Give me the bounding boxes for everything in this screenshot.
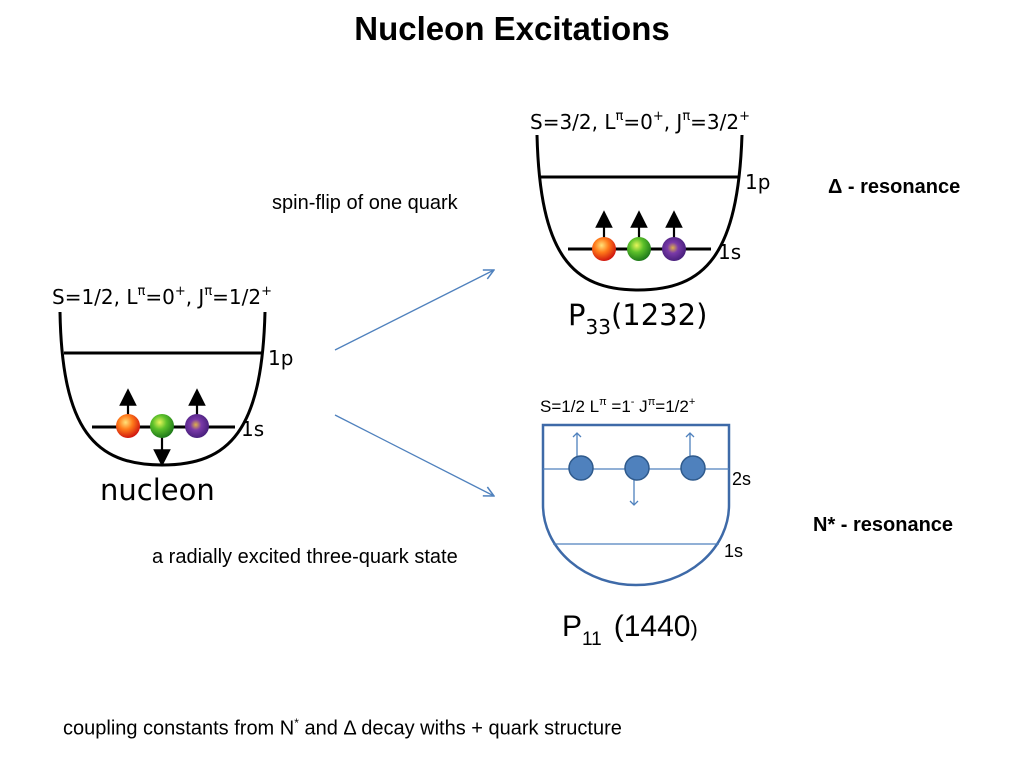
nucleon-1p-label: 1p [268,346,293,370]
nstar-quark-1 [568,455,594,481]
arrow-to-delta [334,270,494,351]
nstar-1s-label: 1s [724,541,743,561]
spin-flip-annotation: spin-flip of one quark [272,192,458,214]
delta-1s-label: 1s [718,240,741,264]
delta-1p-label: 1p [745,170,770,194]
delta-purple-quark [662,237,686,261]
footer-superscript: * [294,716,299,730]
nstar-2s-label: 2s [732,469,751,489]
delta-diagram: S=3/2, Lπ=0+, Jπ=3/2+ 1p 1s P33(1232) [530,109,770,339]
delta-green-quark [627,237,651,261]
nucleon-diagram: S=1/2, Lπ=0+, Jπ=1/2+ 1p 1s nucleon [52,284,293,507]
nucleon-quantum-numbers: S=1/2, Lπ=0+, Jπ=1/2+ [52,284,272,309]
nucleon-red-quark [116,414,140,438]
nucleon-green-quark [150,414,174,438]
delta-state-name: P33(1232) [568,298,707,339]
footer-text-before: coupling constants from N [63,717,295,740]
nucleon-purple-quark [185,414,209,438]
page-title: Nucleon Excitations [354,10,670,47]
delta-resonance-label: Δ - resonance [828,176,961,198]
nstar-potential-well [541,423,731,587]
footer-text-after: and Δ decay withs + quark structure [298,717,622,740]
delta-potential-well [535,134,744,292]
nucleon-1s-label: 1s [241,417,264,441]
delta-quantum-numbers: S=3/2, Lπ=0+, Jπ=3/2+ [530,109,750,134]
footer-note: coupling constants from N* and Δ decay w… [63,716,622,741]
nstar-state-name: P11(1440) [562,610,698,650]
nucleon-label: nucleon [100,473,215,507]
nstar-quark-2 [624,455,650,481]
nstar-quantum-numbers: S=1/2 Lπ =1- Jπ=1/2+ [540,396,695,416]
nstar-quark-3 [680,455,706,481]
delta-red-quark [592,237,616,261]
nstar-resonance-label: N* - resonance [813,514,954,536]
radial-excitation-annotation: a radially excited three-quark state [152,546,458,568]
nstar-diagram: S=1/2 Lπ =1- Jπ=1/2+ 2s 1s P11(1440) [540,396,751,650]
arrow-to-nstar [334,414,494,496]
